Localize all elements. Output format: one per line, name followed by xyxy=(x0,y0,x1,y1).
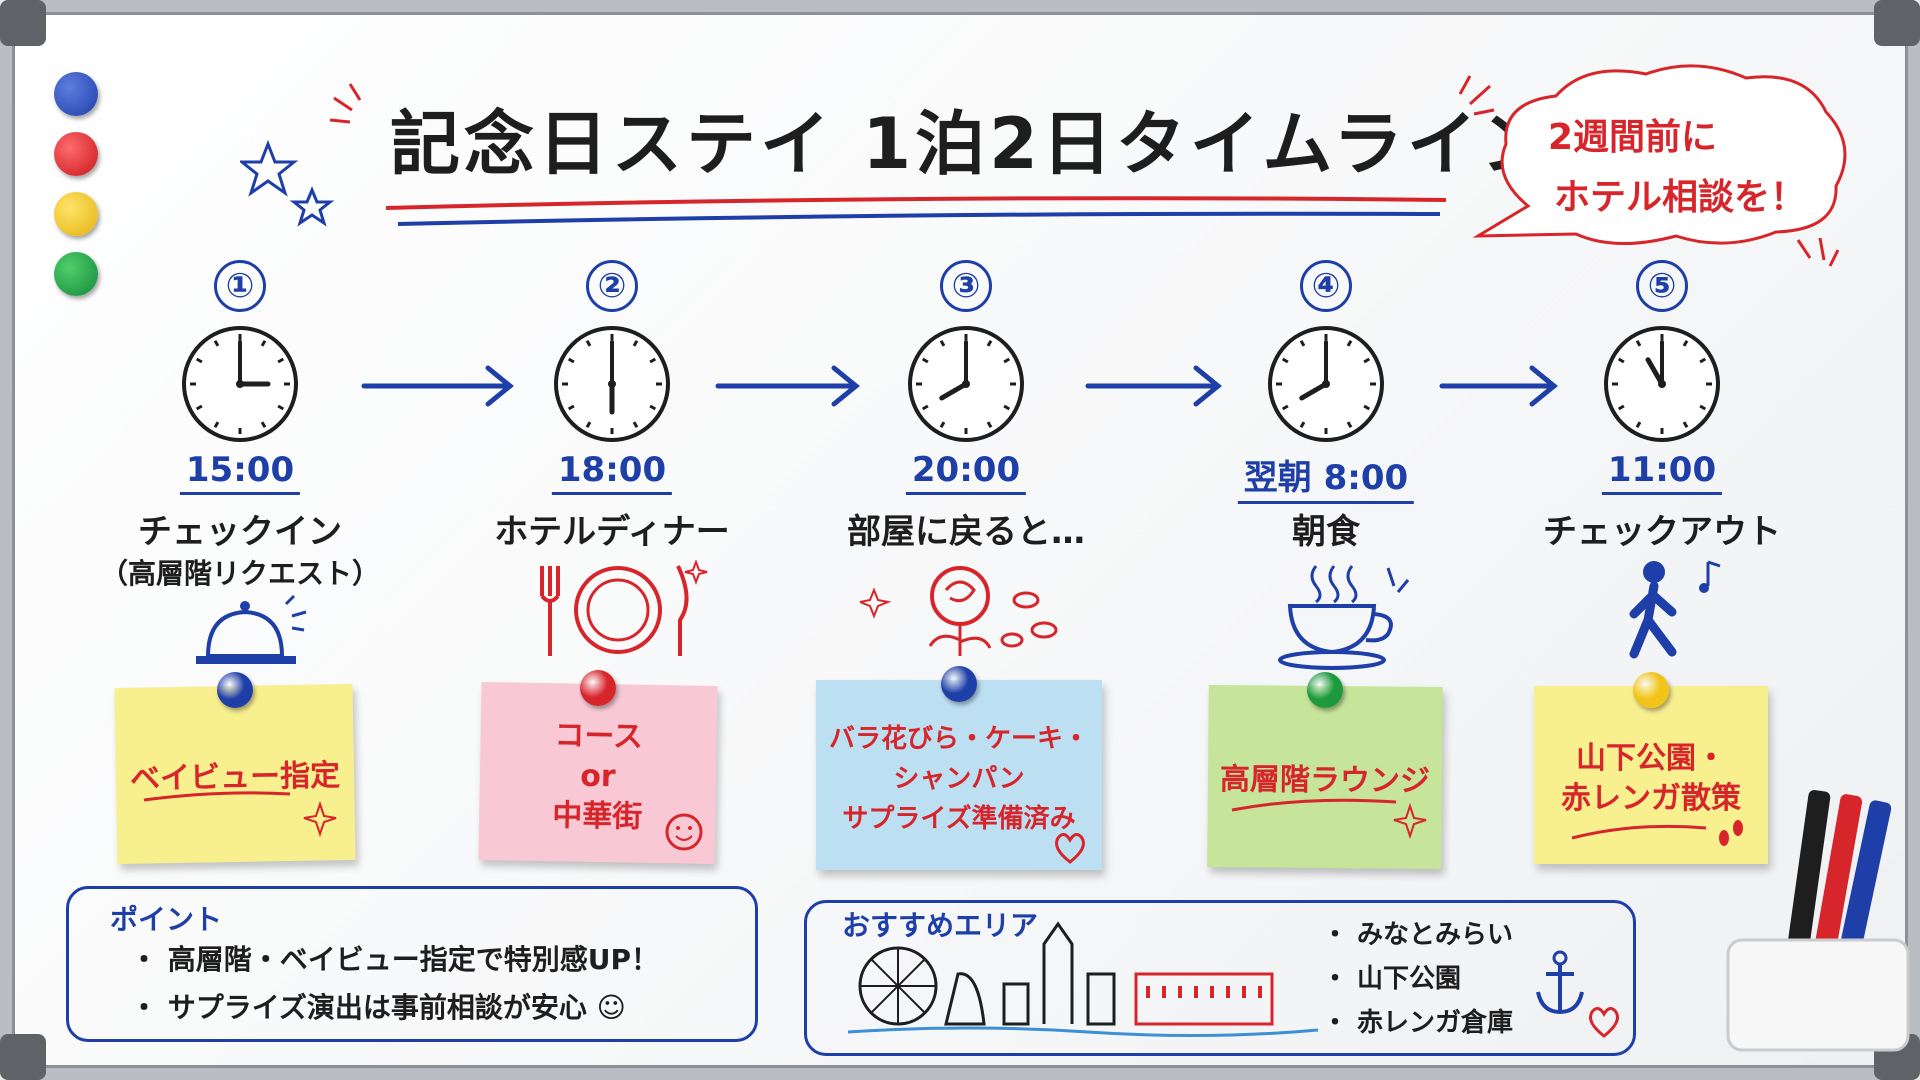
pushpin[interactable] xyxy=(1307,672,1343,708)
magnet-green[interactable] xyxy=(54,252,98,296)
cutlery-plate-icon xyxy=(540,560,708,656)
pushpin[interactable] xyxy=(580,670,616,706)
sticky-note-text: シャンパン xyxy=(893,764,1025,794)
heart-icon xyxy=(1589,1007,1619,1038)
magnet-red[interactable] xyxy=(54,132,98,176)
sticky-note-text: or xyxy=(579,758,616,795)
sticky-note[interactable]: 山下公園・赤レンガ散策 xyxy=(1534,686,1768,864)
sticky-note-text: バラ花びら・ケーキ・ xyxy=(828,724,1089,754)
area-item: ・ 山下公園 xyxy=(1322,964,1462,994)
step-label: 朝食 xyxy=(1292,512,1360,552)
board-corner xyxy=(1874,0,1920,46)
bubble-line-2: ホテル相談を！ xyxy=(1554,177,1807,218)
sticky-note-text: 赤レンガ散策 xyxy=(1561,781,1741,816)
page-title: 記念日ステイ 1泊2日タイムライン xyxy=(390,103,1555,185)
board-corner xyxy=(0,0,46,46)
star-icon xyxy=(240,140,335,227)
step-time: 15:00 xyxy=(179,450,301,495)
note-decoration xyxy=(143,791,337,838)
step-sublabel: （高層階リクエスト） xyxy=(99,557,381,590)
sticky-note[interactable]: バラ花びら・ケーキ・シャンパンサプライズ準備済み xyxy=(816,680,1102,870)
skyline-icon xyxy=(848,921,1319,1038)
bubble-line-1: 2週間前に xyxy=(1548,117,1718,158)
step-label: チェックイン xyxy=(138,512,342,552)
emphasis-marks xyxy=(329,83,362,124)
anchor-icon xyxy=(1536,950,1584,1015)
step-time: 11:00 xyxy=(1601,450,1723,495)
marker-tray xyxy=(1726,790,1910,1052)
step-number: ③ xyxy=(940,260,992,312)
clock-icon xyxy=(1604,326,1720,442)
step-time: 18:00 xyxy=(551,450,673,495)
step-number: ④ xyxy=(1300,260,1352,312)
sticky-note-text: コース xyxy=(554,718,644,755)
arrow-icon xyxy=(1085,365,1222,407)
footprints-icon xyxy=(1571,820,1743,846)
area-item: ・ みなとみらい xyxy=(1322,920,1514,950)
clock-icon xyxy=(1268,326,1384,442)
marker-icon xyxy=(1788,790,1831,948)
step-label: ホテルディナー xyxy=(494,512,730,552)
step-time: 翌朝 8:00 xyxy=(1237,450,1415,504)
rose-icon xyxy=(860,566,1058,656)
areas-box xyxy=(804,900,1636,1056)
sticky-note-text: サプライズ準備済み xyxy=(842,804,1076,834)
coffee-icon xyxy=(1278,565,1410,670)
clock-icon xyxy=(182,326,298,442)
heart-icon xyxy=(1055,833,1085,864)
step-label: チェックアウト xyxy=(1543,512,1781,552)
bell-icon xyxy=(196,594,307,664)
title-underline xyxy=(385,196,1447,226)
clock-icon xyxy=(908,326,1024,442)
step-time: 20:00 xyxy=(905,450,1027,495)
magnet-yellow[interactable] xyxy=(54,192,98,236)
step-number: ① xyxy=(214,260,266,312)
arrow-icon xyxy=(715,365,860,407)
pushpin[interactable] xyxy=(1633,672,1669,708)
pushpin[interactable] xyxy=(217,672,253,708)
points-item: ・ サプライズ演出は事前相談が安心 ☺ xyxy=(130,991,626,1024)
clock-icon xyxy=(554,326,670,442)
points-box xyxy=(66,886,758,1042)
step-label: 部屋に戻ると… xyxy=(847,512,1085,552)
emphasis-marks xyxy=(1458,75,1495,116)
board-corner xyxy=(0,1034,46,1080)
emphasis-marks xyxy=(1796,237,1840,267)
magnet-blue[interactable] xyxy=(54,72,98,116)
sticky-note-text: 山下公園・ xyxy=(1576,741,1726,776)
smiley-icon xyxy=(665,813,703,851)
pushpin[interactable] xyxy=(941,666,977,702)
step-number: ② xyxy=(586,260,638,312)
walking-person-icon xyxy=(1629,560,1721,659)
arrow-icon xyxy=(1439,365,1558,407)
areas-title: おすすめエリア xyxy=(842,909,1039,942)
points-item: ・ 高層階・ベイビュー指定で特別感UP！ xyxy=(130,943,660,976)
arrow-icon xyxy=(361,365,514,407)
area-item: ・ 赤レンガ倉庫 xyxy=(1322,1008,1514,1038)
note-decoration xyxy=(1231,798,1427,840)
points-title: ポイント xyxy=(110,903,223,936)
speech-bubble xyxy=(1472,64,1847,246)
step-number: ⑤ xyxy=(1636,260,1688,312)
